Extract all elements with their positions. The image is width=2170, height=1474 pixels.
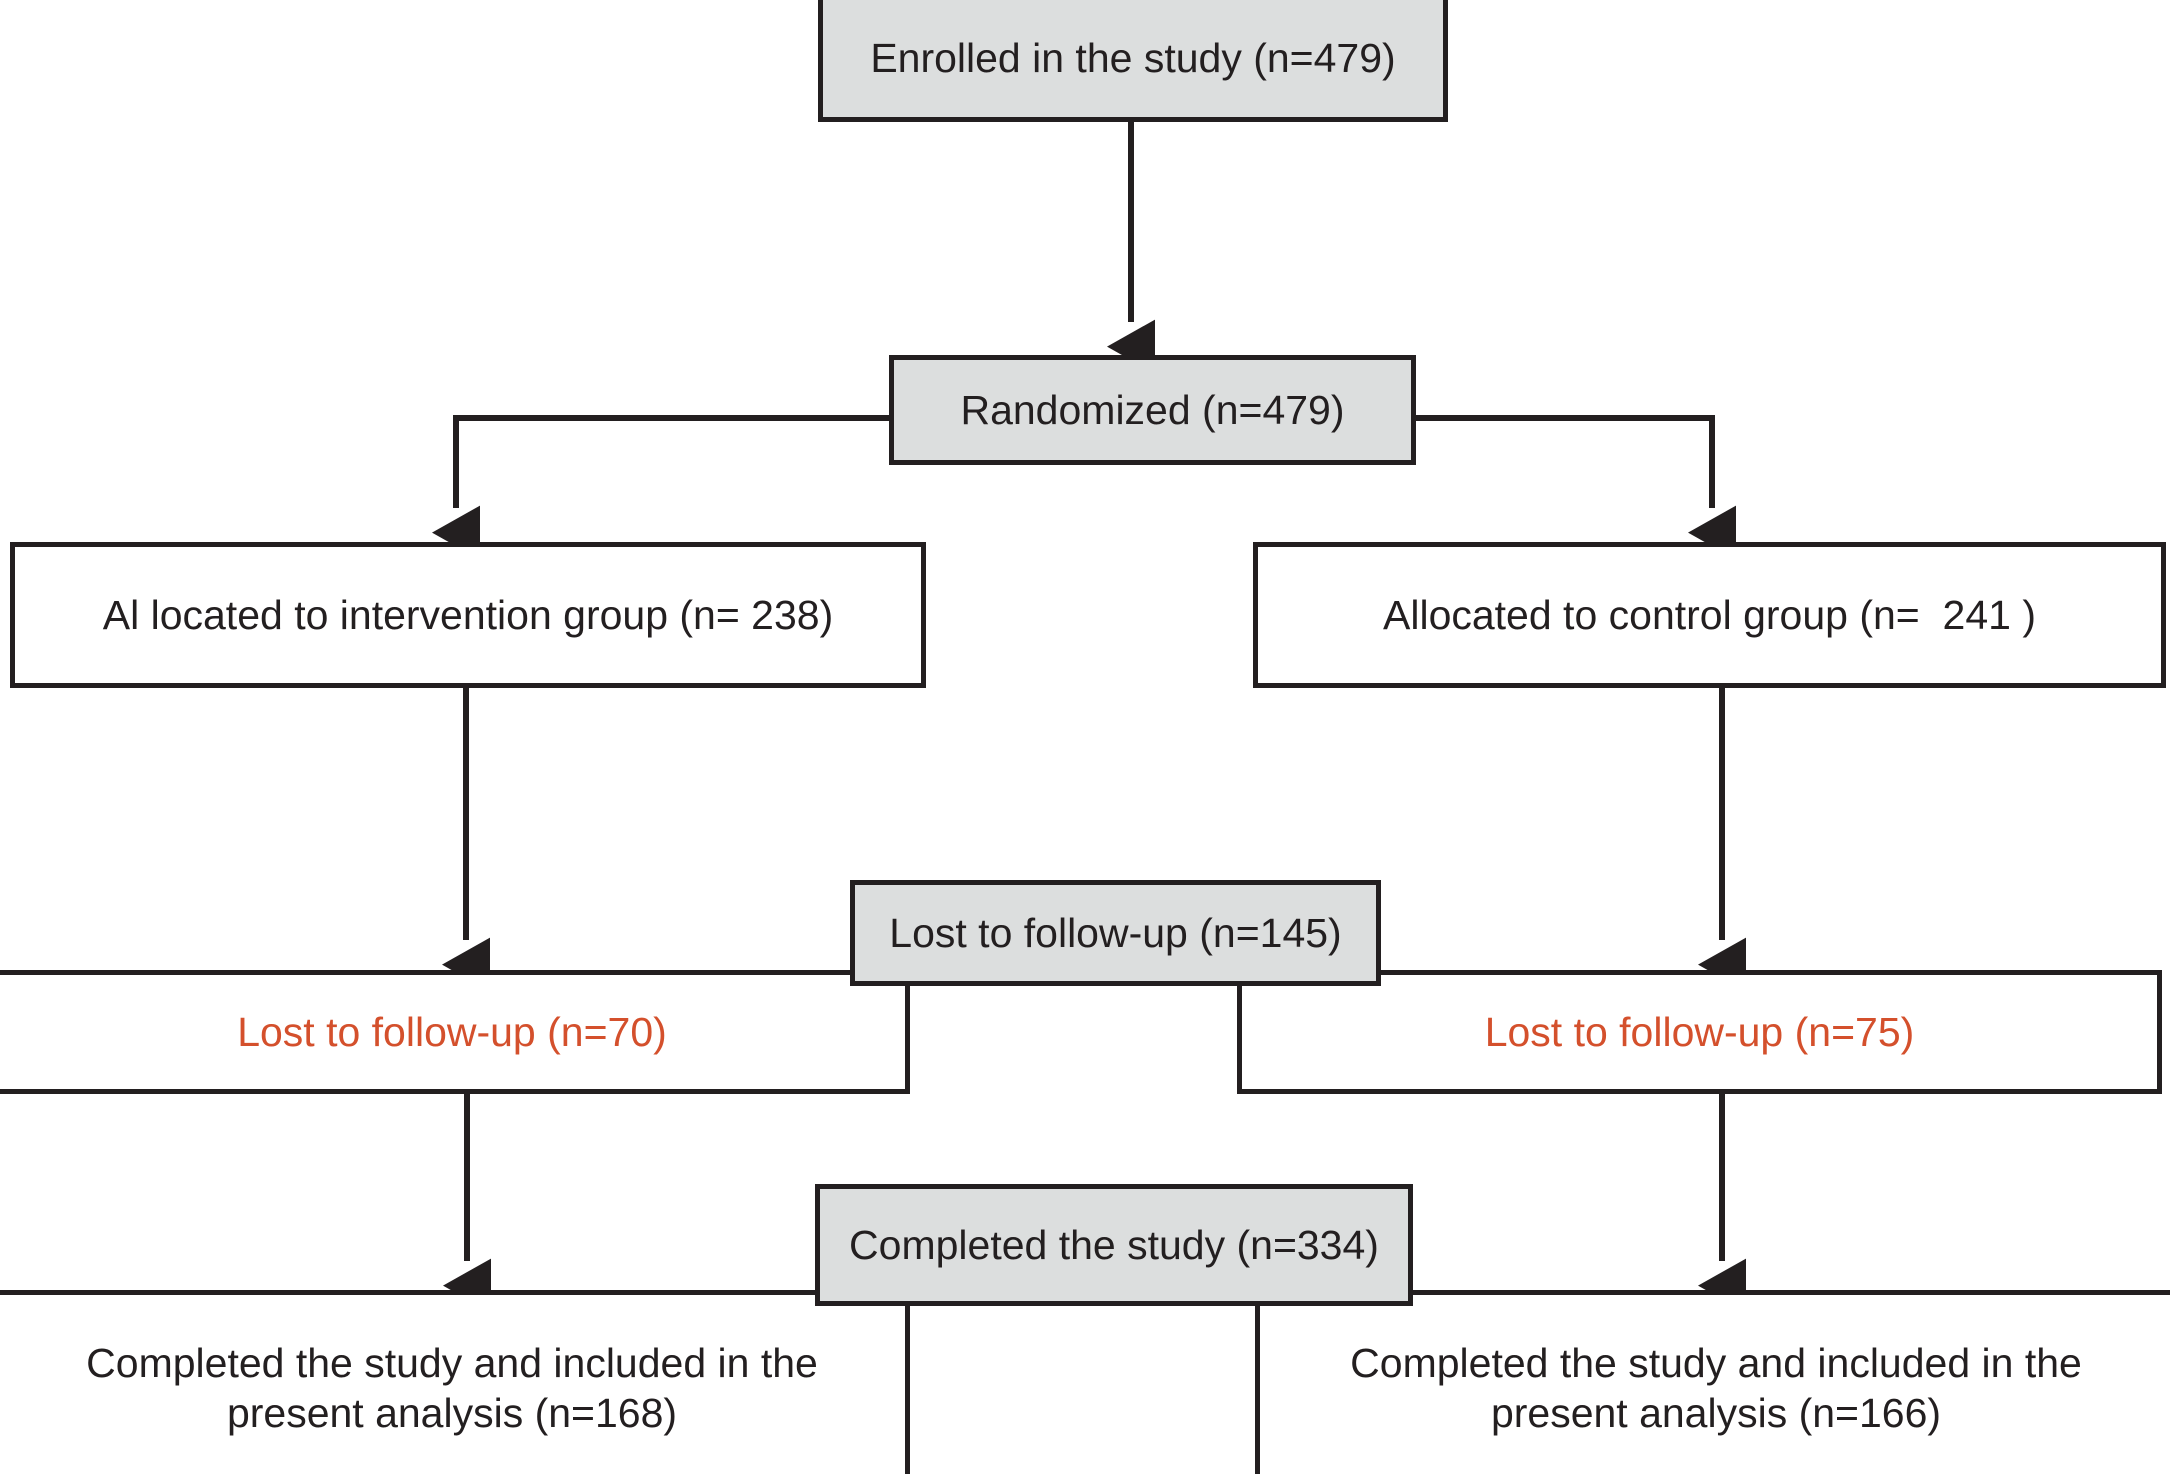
node-randomized-label: Randomized (n=479) bbox=[960, 386, 1345, 433]
edge-randomized-to-control bbox=[1416, 415, 1736, 560]
node-allocated-intervention-label: Al located to intervention group (n= 238… bbox=[102, 591, 834, 638]
node-allocated-control-label: Allocated to control group (n= 241 ) bbox=[1383, 591, 2036, 638]
node-lost-to-followup-total: Lost to follow-up (n=145) bbox=[850, 880, 1381, 986]
node-allocated-control-group: Allocated to control group (n= 241 ) bbox=[1253, 542, 2166, 688]
node-lost-total-label: Lost to follow-up (n=145) bbox=[889, 909, 1342, 956]
node-lost-intervention-label: Lost to follow-up (n=70) bbox=[237, 1008, 667, 1055]
node-completed-included-control: Completed the study and included in the … bbox=[1255, 1290, 2170, 1474]
node-lost-control-label: Lost to follow-up (n=75) bbox=[1484, 1008, 1915, 1055]
edge-randomized-to-intervention bbox=[432, 415, 889, 560]
node-completed-control-label: Completed the study and included in the … bbox=[1350, 1339, 2082, 1436]
node-enrolled-label: Enrolled in the study (n=479) bbox=[870, 34, 1396, 81]
node-enrolled-in-study: Enrolled in the study (n=479) bbox=[818, 0, 1448, 122]
node-randomized: Randomized (n=479) bbox=[889, 355, 1416, 465]
node-completed-total-label: Completed the study (n=334) bbox=[849, 1221, 1379, 1268]
node-lost-to-followup-control: Lost to follow-up (n=75) bbox=[1237, 970, 2162, 1094]
node-completed-intervention-label: Completed the study and included in the … bbox=[86, 1339, 818, 1436]
node-lost-to-followup-intervention: Lost to follow-up (n=70) bbox=[0, 970, 910, 1094]
node-allocated-intervention-group: Al located to intervention group (n= 238… bbox=[10, 542, 926, 688]
node-completed-study-total: Completed the study (n=334) bbox=[815, 1184, 1413, 1306]
node-completed-included-intervention: Completed the study and included in the … bbox=[0, 1290, 910, 1474]
